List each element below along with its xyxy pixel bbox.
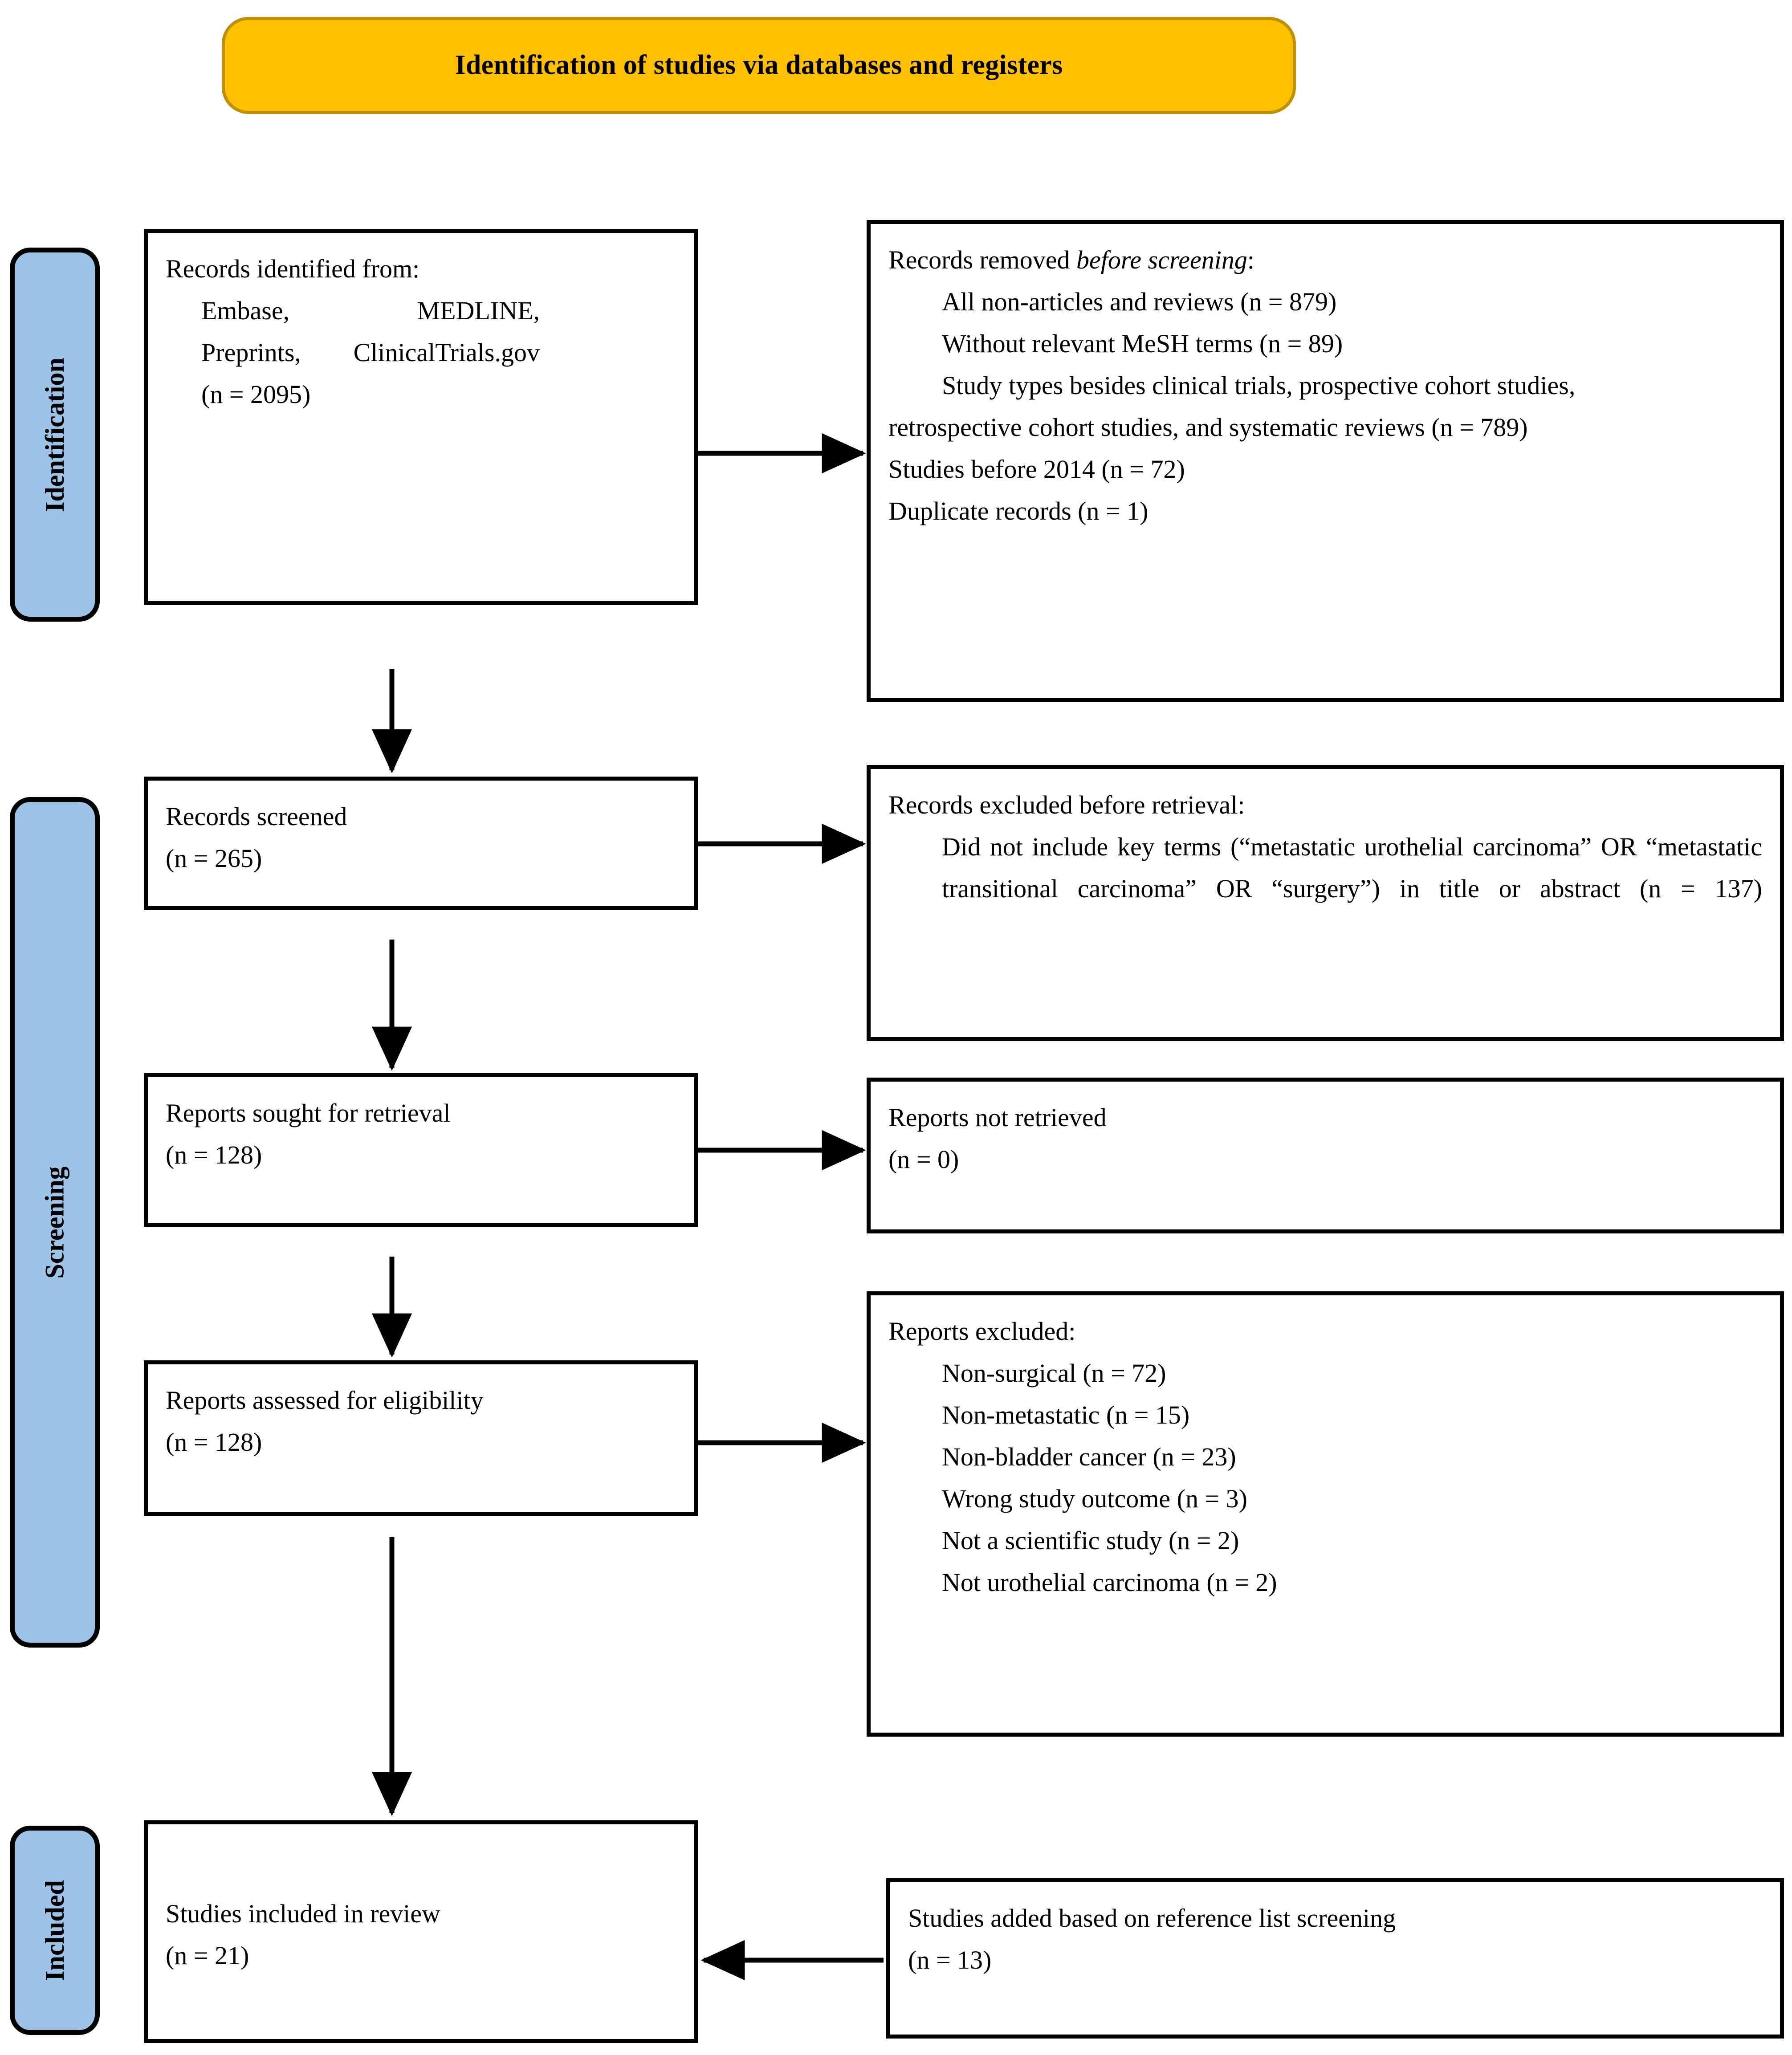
reports-not-retrieved-heading: Reports not retrieved [888,1103,1107,1132]
records-removed-item-1: All non-articles and reviews (n = 879) [942,287,1337,316]
box-studies-included: Studies included in review (n = 21) [144,1820,698,2043]
box-studies-included-body: Studies included in review (n = 21) [166,1839,676,1977]
records-removed-item-3-line-2: retrospective cohort studies, and system… [888,412,1528,442]
box-records-identified-body: Records identified from: Embase, MEDLINE… [166,248,676,415]
reports-sought-heading: Reports sought for retrieval [166,1099,451,1127]
box-reports-excluded-body: Reports excluded: Non-surgical (n = 72) … [888,1310,1762,1603]
studies-added-count: (n = 13) [908,1945,992,1974]
box-records-screened-body: Records screened (n = 265) [166,796,676,879]
source-preprints: Preprints, [201,338,301,367]
box-reports-sought-body: Reports sought for retrieval (n = 128) [166,1092,676,1176]
stage-label-identification: Identification [10,248,100,622]
records-identified-sources-row-2: Preprints, ClinicalTrials.gov [201,332,540,374]
stage-label-screening-text: Screening [40,1166,69,1279]
box-records-excluded: Records excluded before retrieval: Did n… [867,765,1784,1041]
studies-included-heading: Studies included in review [166,1899,440,1928]
records-removed-heading-italic: before screening [1076,245,1247,274]
box-records-screened: Records screened (n = 265) [144,777,698,910]
studies-included-count: (n = 21) [166,1941,249,1970]
box-studies-added-body: Studies added based on reference list sc… [908,1897,1762,1981]
records-removed-heading-plain: Records removed [888,245,1076,274]
records-removed-heading: Records removed before screening: [888,239,1762,281]
box-reports-not-retrieved: Reports not retrieved (n = 0) [867,1078,1784,1233]
stage-label-screening: Screening [10,797,100,1648]
reports-excluded-item-5: Not a scientific study (n = 2) [942,1526,1239,1555]
records-removed-item-3-line-1: Study types besides clinical trials, pro… [942,370,1576,400]
box-reports-not-retrieved-body: Reports not retrieved (n = 0) [888,1097,1762,1180]
records-identified-sources-row-1: Embase, MEDLINE, [201,290,540,332]
studies-added-heading: Studies added based on reference list sc… [908,1904,1396,1933]
box-reports-excluded: Reports excluded: Non-surgical (n = 72) … [867,1291,1784,1737]
diagram-header-banner: Identification of studies via databases … [222,17,1296,114]
records-identified-heading: Records identified from: [166,254,420,283]
box-records-removed: Records removed before screening: All no… [867,220,1784,702]
page-title: Identification of studies via databases … [455,50,1063,81]
stage-label-included: Included [10,1826,100,2035]
reports-excluded-item-6: Not urothelial carcinoma (n = 2) [942,1567,1277,1597]
box-reports-sought: Reports sought for retrieval (n = 128) [144,1073,698,1227]
records-removed-item-5: Duplicate records (n = 1) [888,496,1149,525]
reports-excluded-item-4: Wrong study outcome (n = 3) [942,1484,1247,1513]
box-reports-assessed: Reports assessed for eligibility (n = 12… [144,1360,698,1516]
records-removed-heading-colon: : [1247,245,1254,274]
source-medline: MEDLINE, [417,296,540,325]
records-excluded-heading: Records excluded before retrieval: [888,790,1245,819]
reports-excluded-item-1: Non-surgical (n = 72) [942,1358,1166,1388]
records-removed-item-4: Studies before 2014 (n = 72) [888,454,1185,484]
reports-excluded-item-2: Non-metastatic (n = 15) [942,1400,1190,1429]
box-records-removed-body: Records removed before screening: All no… [888,239,1762,532]
records-identified-sources: Embase, MEDLINE, Preprints, ClinicalTria… [166,290,676,415]
stage-label-identification-text: Identification [40,357,69,512]
source-embase: Embase, [201,296,290,325]
reports-excluded-heading: Reports excluded: [888,1317,1076,1346]
source-clinicaltrials: ClinicalTrials.gov [353,338,540,367]
records-screened-heading: Records screened [166,802,347,831]
reports-excluded-item-3: Non-bladder cancer (n = 23) [942,1442,1236,1471]
reports-not-retrieved-count: (n = 0) [888,1144,959,1174]
reports-assessed-count: (n = 128) [166,1427,262,1457]
reports-sought-count: (n = 128) [166,1140,262,1169]
box-records-identified: Records identified from: Embase, MEDLINE… [144,229,698,605]
records-removed-item-2: Without relevant MeSH terms (n = 89) [942,329,1343,358]
box-records-excluded-body: Records excluded before retrieval: Did n… [888,784,1762,952]
box-studies-added: Studies added based on reference list sc… [886,1878,1784,2039]
records-screened-count: (n = 265) [166,843,262,873]
records-identified-count: (n = 2095) [201,379,311,409]
reports-assessed-heading: Reports assessed for eligibility [166,1386,484,1415]
records-excluded-detail: Did not include key terms (“metastatic u… [942,832,1762,903]
box-reports-assessed-body: Reports assessed for eligibility (n = 12… [166,1379,676,1463]
stage-label-included-text: Included [40,1880,69,1981]
